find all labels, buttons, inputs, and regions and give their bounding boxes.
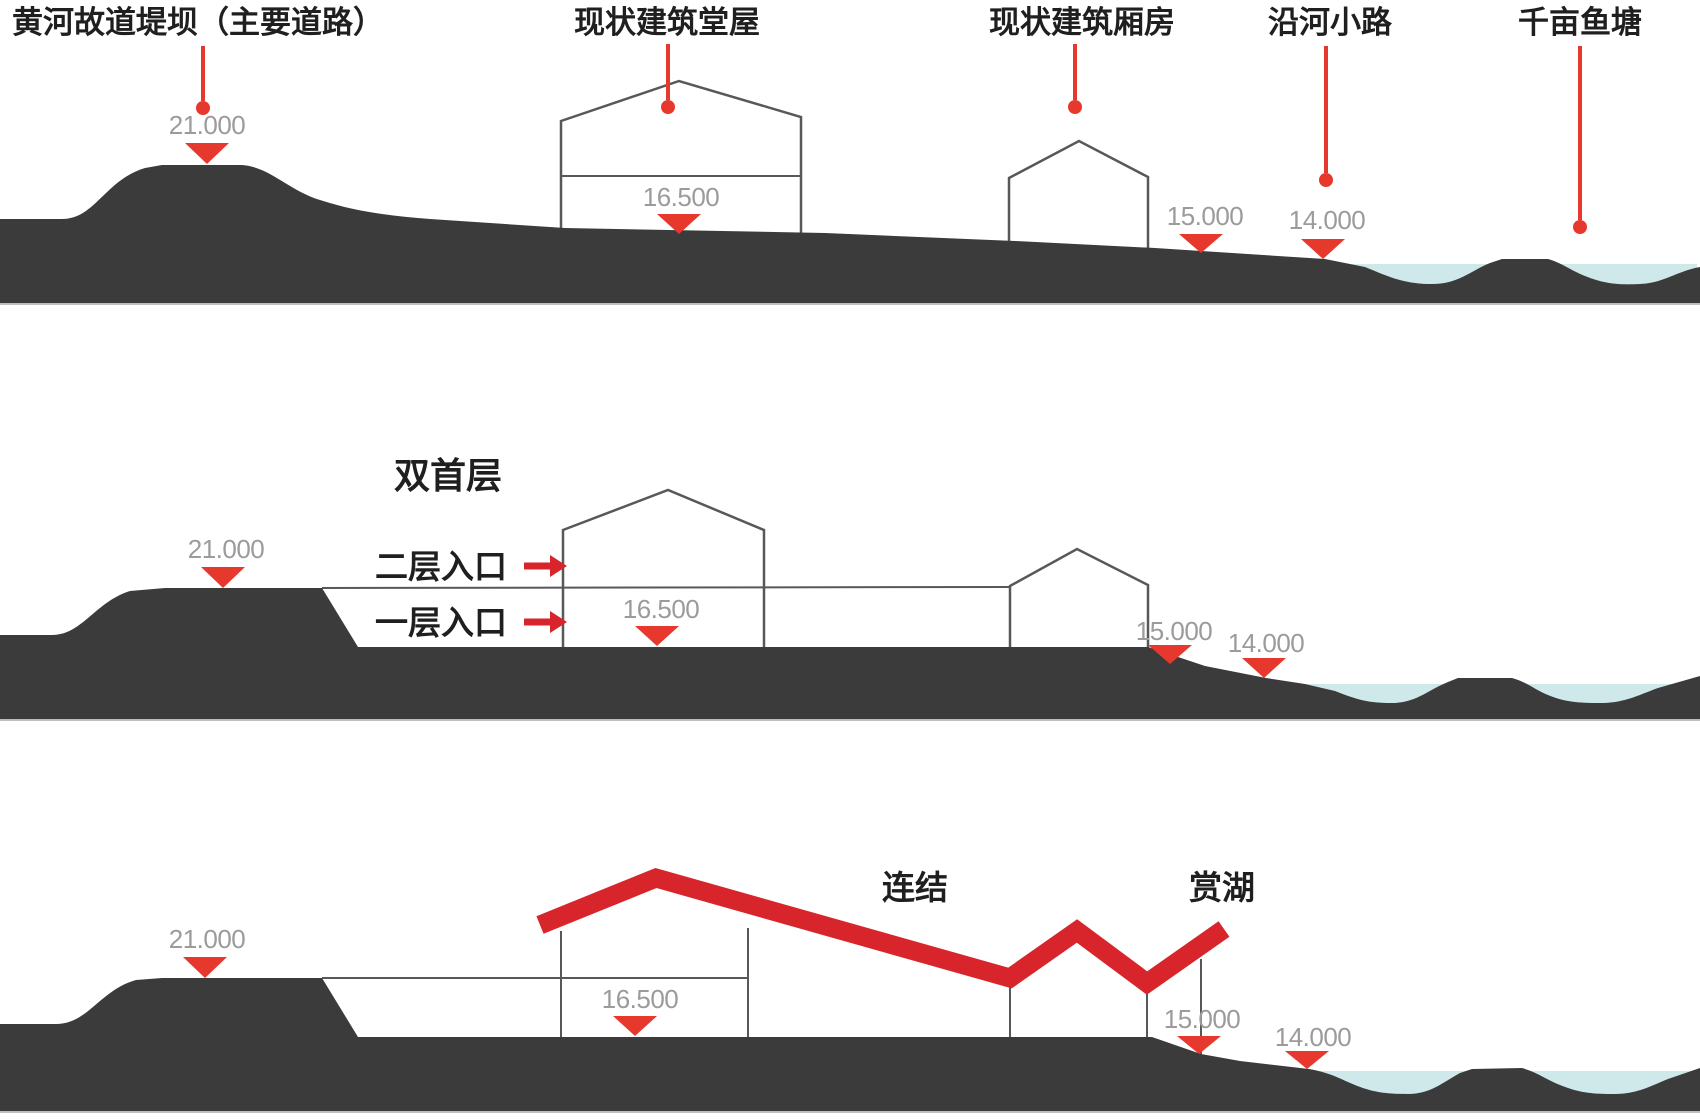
leader-dot-icon xyxy=(661,100,675,114)
elevation-value-14: 14.000 xyxy=(1228,628,1305,658)
label-upper-entry: 二层入口 xyxy=(375,548,507,585)
elevation-marker-icon xyxy=(1301,239,1345,259)
elevation-marker-icon xyxy=(1242,658,1286,678)
label-dual-ground-floor: 双首层 xyxy=(394,455,502,496)
elevation-value-14: 14.000 xyxy=(1289,205,1366,235)
wing-house-outline xyxy=(1007,139,1150,254)
label-connect: 连结 xyxy=(882,869,948,906)
leader-dot-icon xyxy=(1319,173,1333,187)
leader-dot-icon xyxy=(196,101,210,115)
elevation-value-21: 21.000 xyxy=(169,110,246,140)
elevation-marker-icon xyxy=(183,957,227,978)
label-view-lake: 赏湖 xyxy=(1189,869,1255,906)
elevation-value-16.5: 16.500 xyxy=(623,594,700,624)
elevation-value-15: 15.000 xyxy=(1136,616,1213,646)
elevation-marker-icon xyxy=(1179,234,1223,253)
wing-house-outline xyxy=(1008,547,1150,652)
label-dam-road: 黄河故道堤坝（主要道路） xyxy=(12,5,384,40)
label-lower-entry: 一层入口 xyxy=(375,604,507,641)
elevation-marker-icon xyxy=(1177,1036,1221,1054)
main-hall-building-outline xyxy=(559,79,803,242)
elevation-marker-icon xyxy=(1148,645,1192,664)
entry-arrow-head-icon xyxy=(550,555,567,577)
elevation-marker-icon xyxy=(201,567,245,588)
elevation-marker-icon xyxy=(635,626,679,646)
label-main-hall: 现状建筑堂屋 xyxy=(574,5,760,40)
elevation-value-16.5: 16.500 xyxy=(643,182,720,212)
panel-dual-ground-floor: 双首层 二层入口 一层入口 21.000 16.500 15.000 14.00… xyxy=(0,455,1700,721)
upper-level-line xyxy=(321,586,1011,589)
elevation-value-15: 15.000 xyxy=(1167,201,1244,231)
elevation-marker-icon xyxy=(613,1016,657,1036)
elevation-value-14: 14.000 xyxy=(1275,1022,1352,1052)
label-wing-house: 现状建筑厢房 xyxy=(989,5,1175,40)
leader-dot-icon xyxy=(1068,100,1082,114)
elevation-value-16.5: 16.500 xyxy=(602,984,679,1014)
red-roof-ribbon xyxy=(536,867,1230,995)
entry-arrow-head-icon xyxy=(550,611,567,633)
terrain-section xyxy=(0,165,1700,303)
elevation-value-15: 15.000 xyxy=(1164,1004,1241,1034)
label-fish-pond: 千亩鱼塘 xyxy=(1518,5,1642,40)
elevation-marker-icon xyxy=(657,214,701,234)
terrain-section xyxy=(0,978,1700,1111)
panel-roof-ribbon: 连结 赏湖 21.000 16.500 15.000 14.000 xyxy=(0,867,1700,1113)
panel-existing-section: 黄河故道堤坝（主要道路） 现状建筑堂屋 现状建筑厢房 沿河小路 千亩鱼塘 21.… xyxy=(0,5,1700,305)
elevation-value-21: 21.000 xyxy=(169,924,246,954)
leader-dot-icon xyxy=(1573,220,1587,234)
terrain-section xyxy=(0,588,1700,719)
elevation-value-21: 21.000 xyxy=(188,534,265,564)
label-riverside-path: 沿河小路 xyxy=(1268,5,1393,40)
elevation-marker-icon xyxy=(1285,1051,1329,1069)
main-hall-building-outline xyxy=(561,488,766,652)
elevation-marker-icon xyxy=(185,143,229,164)
